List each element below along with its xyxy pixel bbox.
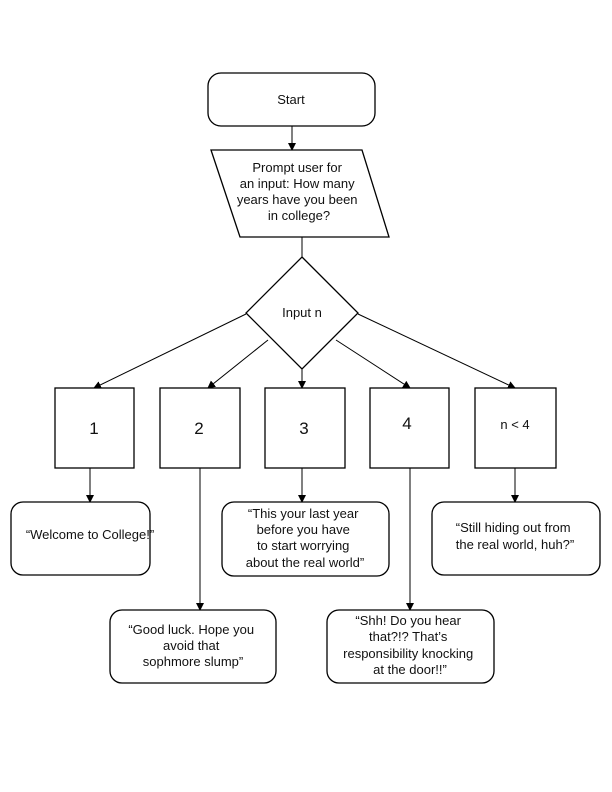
case-label-1: 1 <box>89 419 98 438</box>
edges <box>86 126 519 611</box>
prompt-line: in college? <box>268 208 330 223</box>
message-line: that?!? That’s <box>369 629 448 644</box>
case-label-2: 2 <box>194 419 203 438</box>
message-box-1: “Welcome to College!” <box>10 501 154 576</box>
case-label-4: 4 <box>402 414 411 433</box>
case-box-n: n < 4 <box>474 387 557 469</box>
message-line: avoid that <box>163 638 220 653</box>
message-line: before you have <box>257 522 350 537</box>
message-text-4: “Shh! Do you hear that?!? That’s respons… <box>343 613 477 677</box>
message-line: about the real world” <box>246 555 365 570</box>
edge-decision-to-case-2 <box>207 339 269 389</box>
case-box-1: 1 <box>54 387 135 469</box>
case-box-3: 3 <box>264 387 346 469</box>
message-line: “Shh! Do you hear <box>355 613 461 628</box>
prompt-node: Prompt user for an input: How many years… <box>210 149 390 238</box>
message-box-n: “Still hiding out from the real world, h… <box>431 501 601 576</box>
edge-decision-to-case-4 <box>335 339 411 389</box>
case-label-n: n < 4 <box>500 417 529 432</box>
case-box-2: 2 <box>159 387 241 469</box>
message-text-n: “Still hiding out from the real world, h… <box>456 520 575 552</box>
message-line: “Still hiding out from <box>456 520 571 535</box>
message-line: “Welcome to College!” <box>26 527 154 542</box>
prompt-text: Prompt user for an input: How many years… <box>237 160 361 223</box>
message-line: sophmore slump” <box>143 654 243 669</box>
message-line: responsibility knocking <box>343 646 473 661</box>
prompt-line: an input: How many <box>240 176 355 191</box>
case-box-4: 4 <box>369 387 450 469</box>
decision-label: Input n <box>282 305 322 320</box>
decision-node: Input n <box>245 256 359 370</box>
message-box-4: “Shh! Do you hear that?!? That’s respons… <box>326 609 495 684</box>
prompt-line: Prompt user for <box>252 160 342 175</box>
message-text-2: “Good luck. Hope you avoid that sophmore… <box>128 622 257 669</box>
message-text-3: “This your last year before you have to … <box>246 506 365 570</box>
edge-decision-to-case-1 <box>93 313 247 389</box>
message-text-1: “Welcome to College!” <box>26 527 154 542</box>
start-node: Start <box>207 72 376 127</box>
message-line: “This your last year <box>248 506 359 521</box>
message-box-3: “This your last year before you have to … <box>221 501 390 577</box>
message-line: the real world, huh?” <box>456 537 575 552</box>
start-label: Start <box>277 92 305 107</box>
case-label-3: 3 <box>299 419 308 438</box>
message-box-2: “Good luck. Hope you avoid that sophmore… <box>109 609 277 684</box>
prompt-line: years have you been <box>237 192 358 207</box>
edge-decision-to-case-n <box>357 313 516 389</box>
message-line: “Good luck. Hope you <box>128 622 254 637</box>
message-line: to start worrying <box>257 538 349 553</box>
message-line: at the door!!” <box>373 662 447 677</box>
